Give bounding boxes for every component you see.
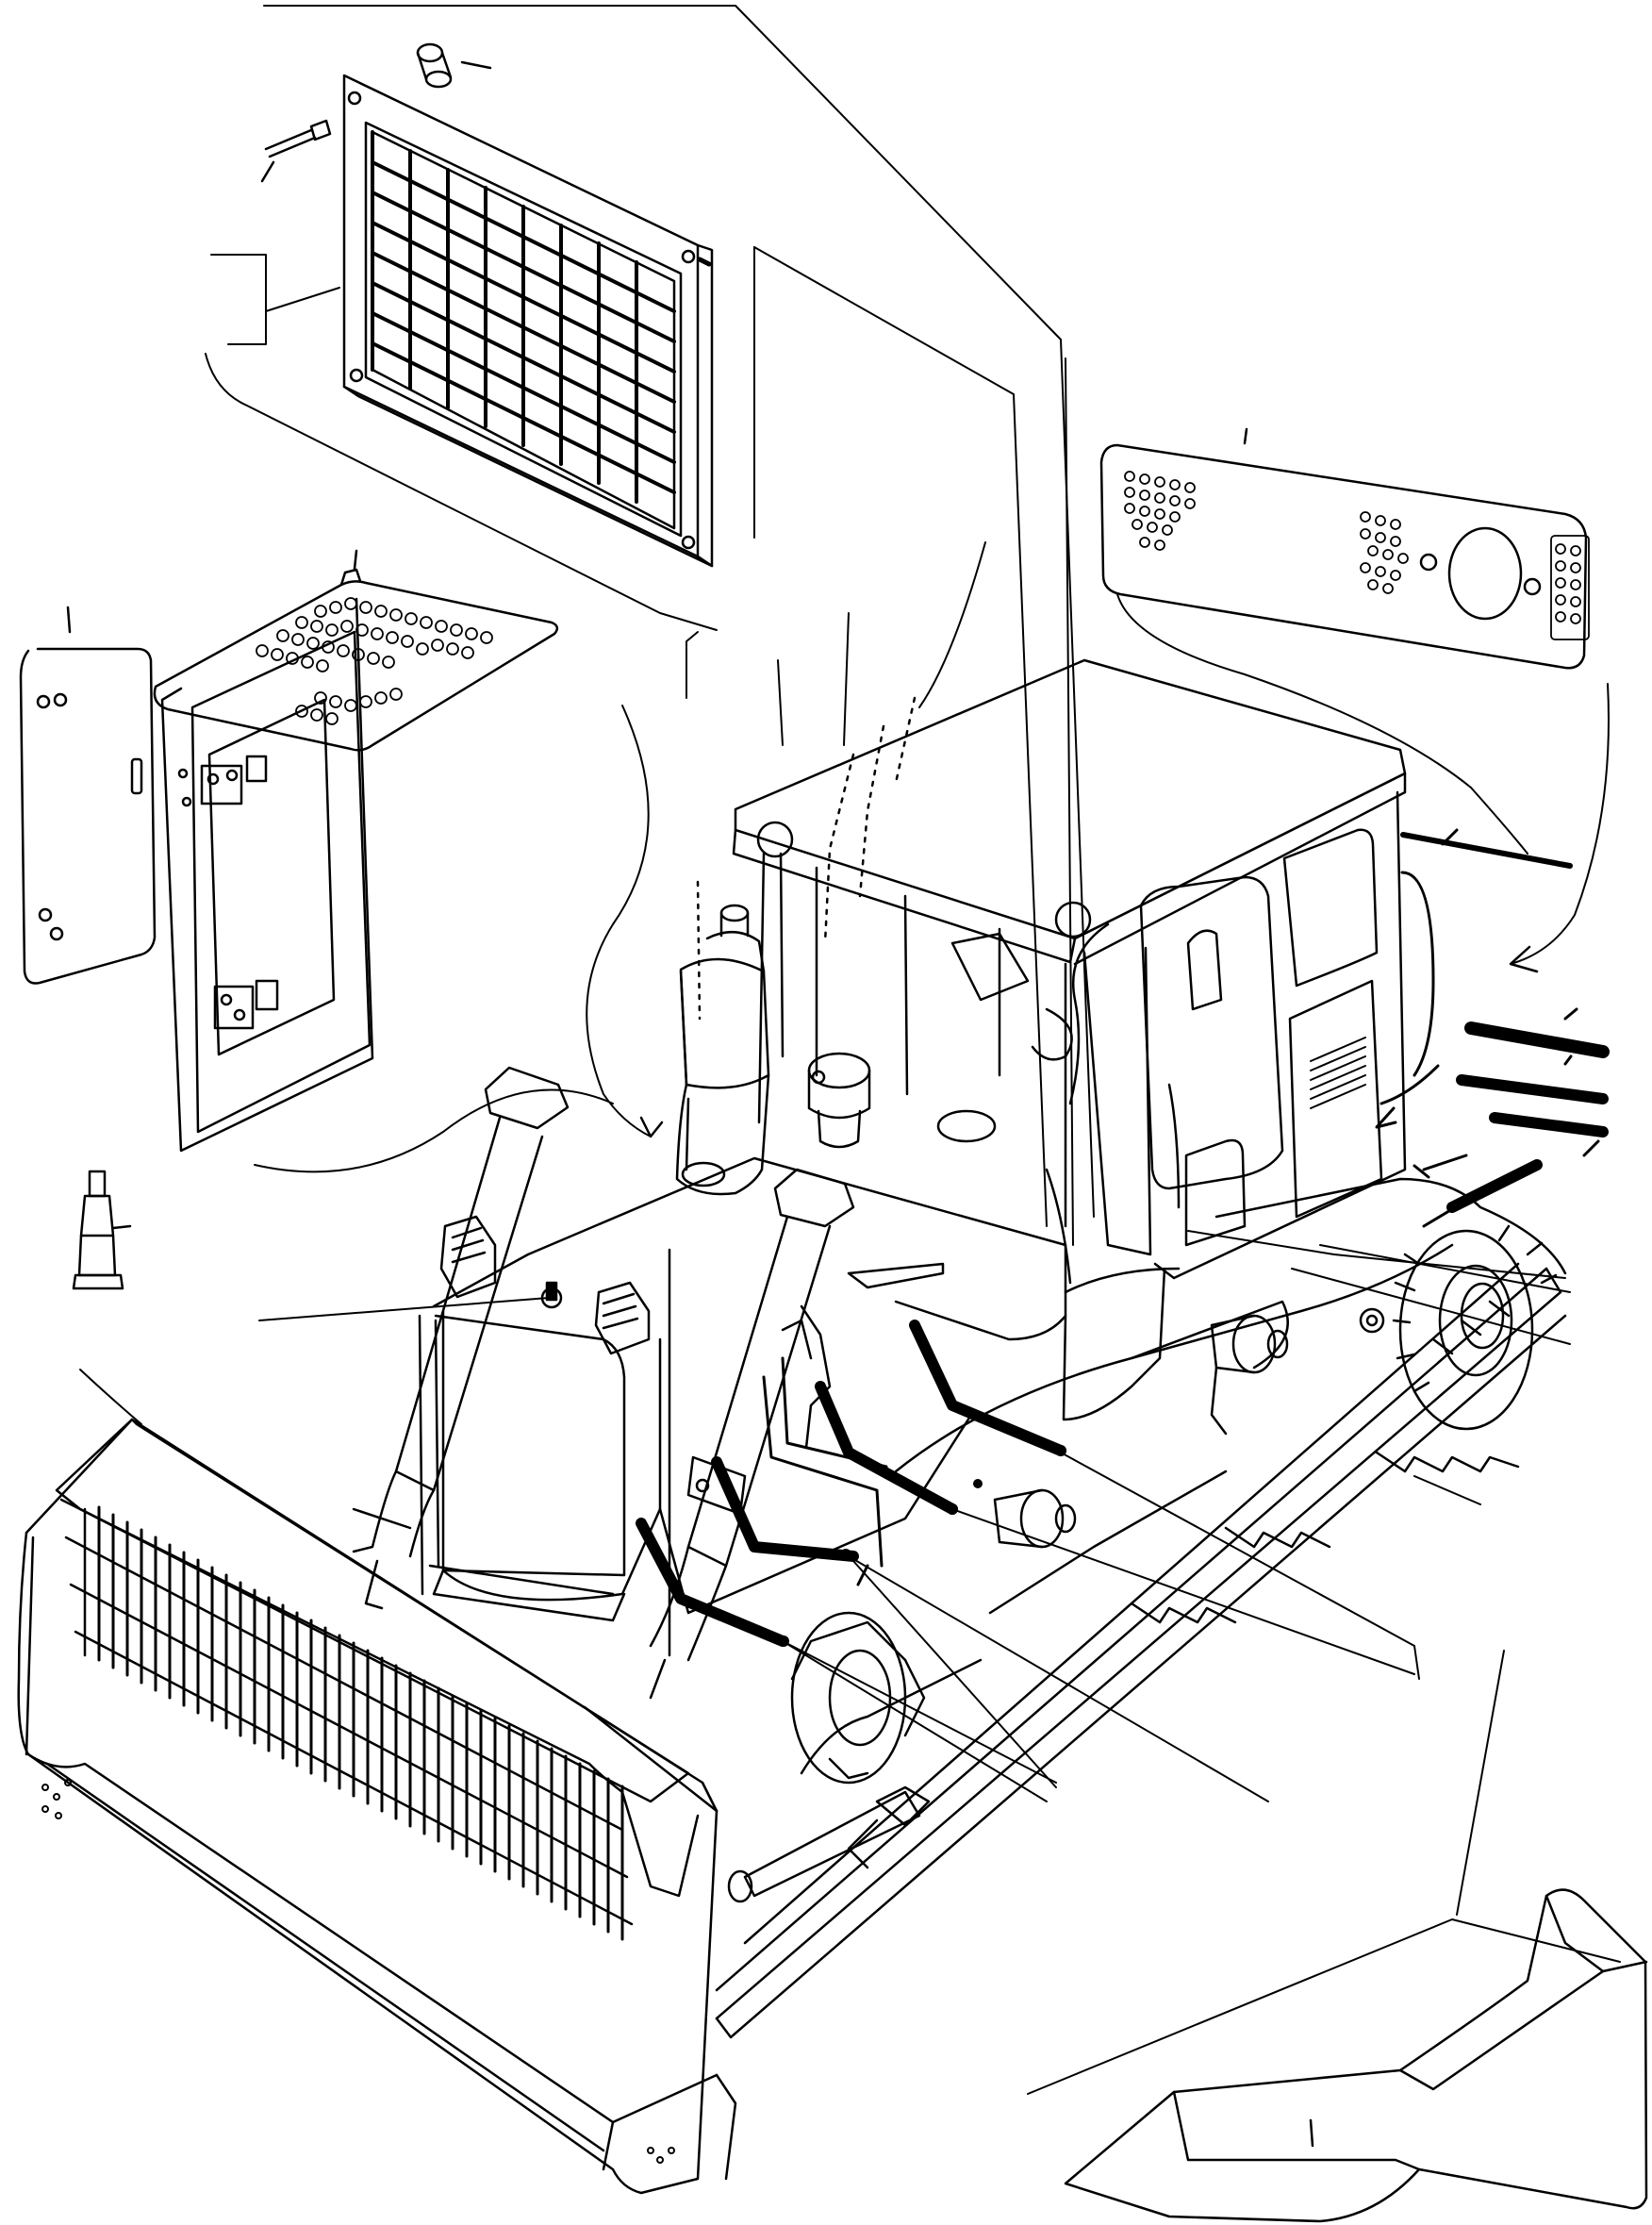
mount-bracket [781,1262,945,1450]
leader-hood [254,705,664,1173]
side-cover-plate [19,606,157,985]
door-latch-bottom [213,979,279,1030]
perforation-holes-right [1550,535,1590,640]
leader-lines-lower [79,1230,1571,1802]
leader-lines-top [263,5,1095,1246]
perforated-side-panel [1099,427,1590,670]
blade-edge-holes [41,1779,675,2164]
perforation-holes-left [1124,471,1196,551]
hood-vent-holes [256,597,493,725]
sprocket [1359,1224,1558,1431]
blade-grille [55,1418,700,1941]
leader-cab-top [777,541,986,746]
track-frame [715,1177,1567,2039]
hood-top-cover [153,549,559,752]
blade-grille-slats [97,1505,624,1941]
track-shoes [1130,1300,1520,1624]
undercover-guard [1064,1888,1648,2223]
perforation-holes-mid [1360,511,1409,594]
hoses [636,1320,1066,1647]
grease-gun-fitting [72,1170,132,1290]
grille-spacer [416,42,492,89]
radiator-grille-guard [342,74,714,568]
callout-bracket-grille [210,254,340,345]
exhaust-muffler [675,904,770,1196]
engine-vent [439,1215,651,1355]
lift-cylinder-right [649,1168,855,1700]
cab-louver [1310,1037,1366,1109]
radiator-shell [428,1314,626,1622]
lift-cylinder-left [352,1066,570,1610]
grille-mesh [371,130,676,504]
leader-side-panel [1116,593,1610,973]
engine-body [418,1109,1181,1657]
door-latch-top [177,755,268,807]
blade-arm [727,1785,931,1903]
leader-grille [205,353,718,699]
leader-undercover [1027,1650,1621,2095]
side-door-frame [160,597,374,1153]
cab-dotted-lines [696,696,917,1021]
track-roller-2 [993,1488,1077,1549]
air-precleaner [807,1052,871,1149]
hose-thin [762,1356,888,1586]
track-roller-1 [1210,1314,1289,1436]
handrail-bars [1375,828,1610,1228]
grille-bolt [260,119,332,183]
